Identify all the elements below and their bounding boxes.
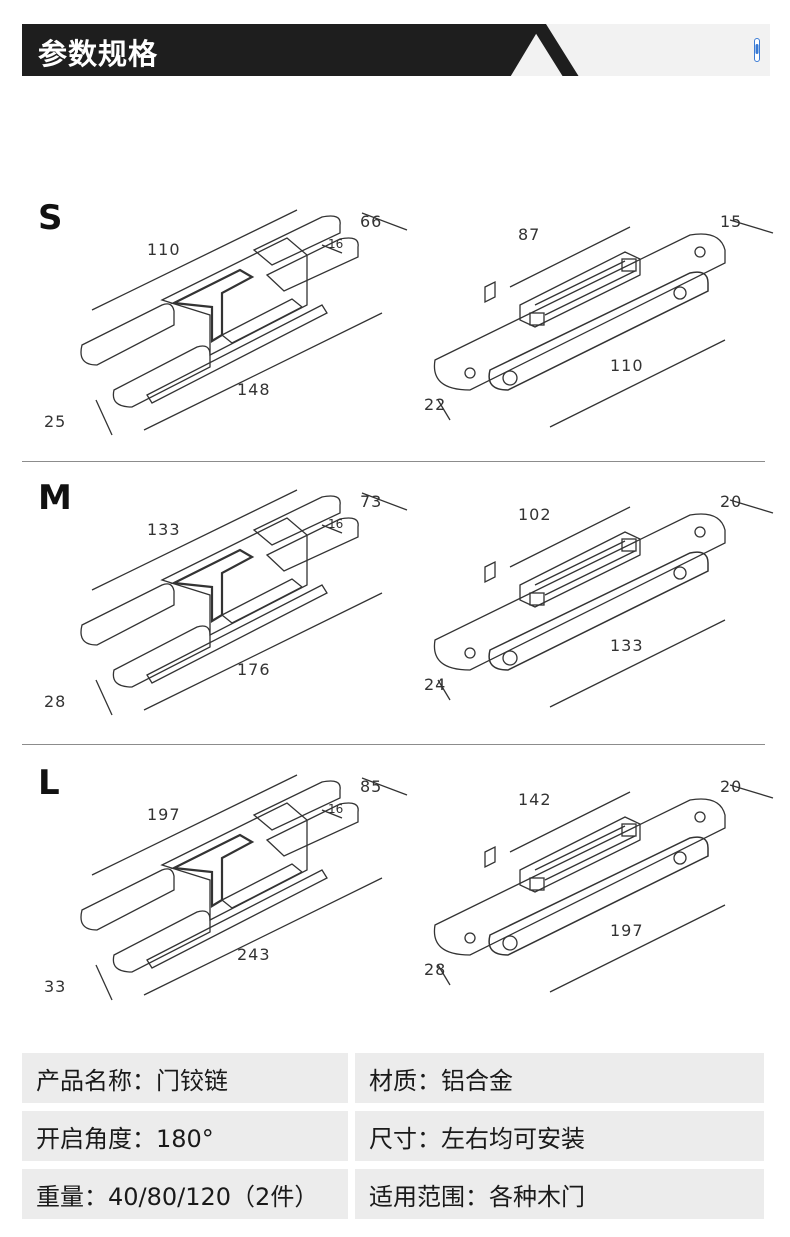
spec-opening-angle: 开启角度：180° [22, 1111, 348, 1161]
hinge-right-drawing [433, 784, 774, 993]
dimension-label-small: 16 [328, 517, 343, 531]
dimension-label-length: 110 [147, 240, 181, 259]
hinge-right-drawing [433, 219, 774, 428]
dimension-label-width: 24 [424, 675, 446, 694]
hinge-right-diagram: 102 133 20 24 [424, 492, 774, 708]
dimension-label-total: 148 [237, 380, 271, 399]
dimension-label-bottom: 133 [610, 636, 644, 655]
dimension-label-total: 243 [237, 945, 271, 964]
dimension-label-length: 197 [147, 805, 181, 824]
size-label-m: M [38, 478, 72, 518]
scroll-indicator-icon [754, 38, 760, 62]
hinge-right-diagram: 87 110 15 22 [424, 212, 774, 428]
dimension-label-top: 87 [518, 225, 540, 244]
dimension-label-small: 16 [328, 802, 343, 816]
section-divider [22, 744, 765, 745]
dimension-label-height: 73 [360, 492, 382, 511]
hinge-left-drawing [80, 209, 408, 436]
dimension-label-height: 15 [720, 212, 742, 231]
page-title: 参数规格 [38, 37, 159, 71]
section-divider [22, 461, 765, 462]
size-label-l: L [38, 763, 60, 803]
dimension-label-width: 28 [44, 692, 66, 711]
dimension-label-height: 85 [360, 777, 382, 796]
hinge-left-diagram: 110 148 66 16 25 [44, 209, 408, 436]
dimension-label-width: 22 [424, 395, 446, 414]
hinge-left-diagram: 133 176 73 16 28 [44, 489, 408, 716]
dimension-label-height: 66 [360, 212, 382, 231]
spec-scope: 适用范围：各种木门 [355, 1169, 764, 1219]
dimension-label-top: 142 [518, 790, 552, 809]
dimension-label-total: 176 [237, 660, 271, 679]
dimension-label-height: 20 [720, 777, 742, 796]
dimension-label-height: 20 [720, 492, 742, 511]
spec-material: 材质：铝合金 [355, 1053, 764, 1103]
dimension-label-width: 33 [44, 977, 66, 996]
hinge-left-diagram: 197 243 85 16 33 [44, 774, 408, 1001]
hinge-left-drawing [80, 489, 408, 716]
header-stripe [530, 24, 579, 76]
dimension-label-small: 16 [328, 237, 343, 251]
hinge-left-drawing [80, 774, 408, 1001]
dimension-label-top: 102 [518, 505, 552, 524]
hinge-right-diagram: 142 197 20 28 [424, 777, 774, 993]
dimension-label-bottom: 110 [610, 356, 644, 375]
size-label-s: S [38, 198, 63, 238]
hinge-right-drawing [433, 499, 774, 708]
spec-size: 尺寸：左右均可安装 [355, 1111, 764, 1161]
dimension-label-length: 133 [147, 520, 181, 539]
dimension-label-width: 28 [424, 960, 446, 979]
spec-weight: 重量：40/80/120（2件） [22, 1169, 348, 1219]
section-header: 参数规格 [22, 24, 770, 76]
header-dark-band [22, 24, 542, 76]
spec-product-name: 产品名称：门铰链 [22, 1053, 348, 1103]
dimension-label-width: 25 [44, 412, 66, 431]
dimension-label-bottom: 197 [610, 921, 644, 940]
